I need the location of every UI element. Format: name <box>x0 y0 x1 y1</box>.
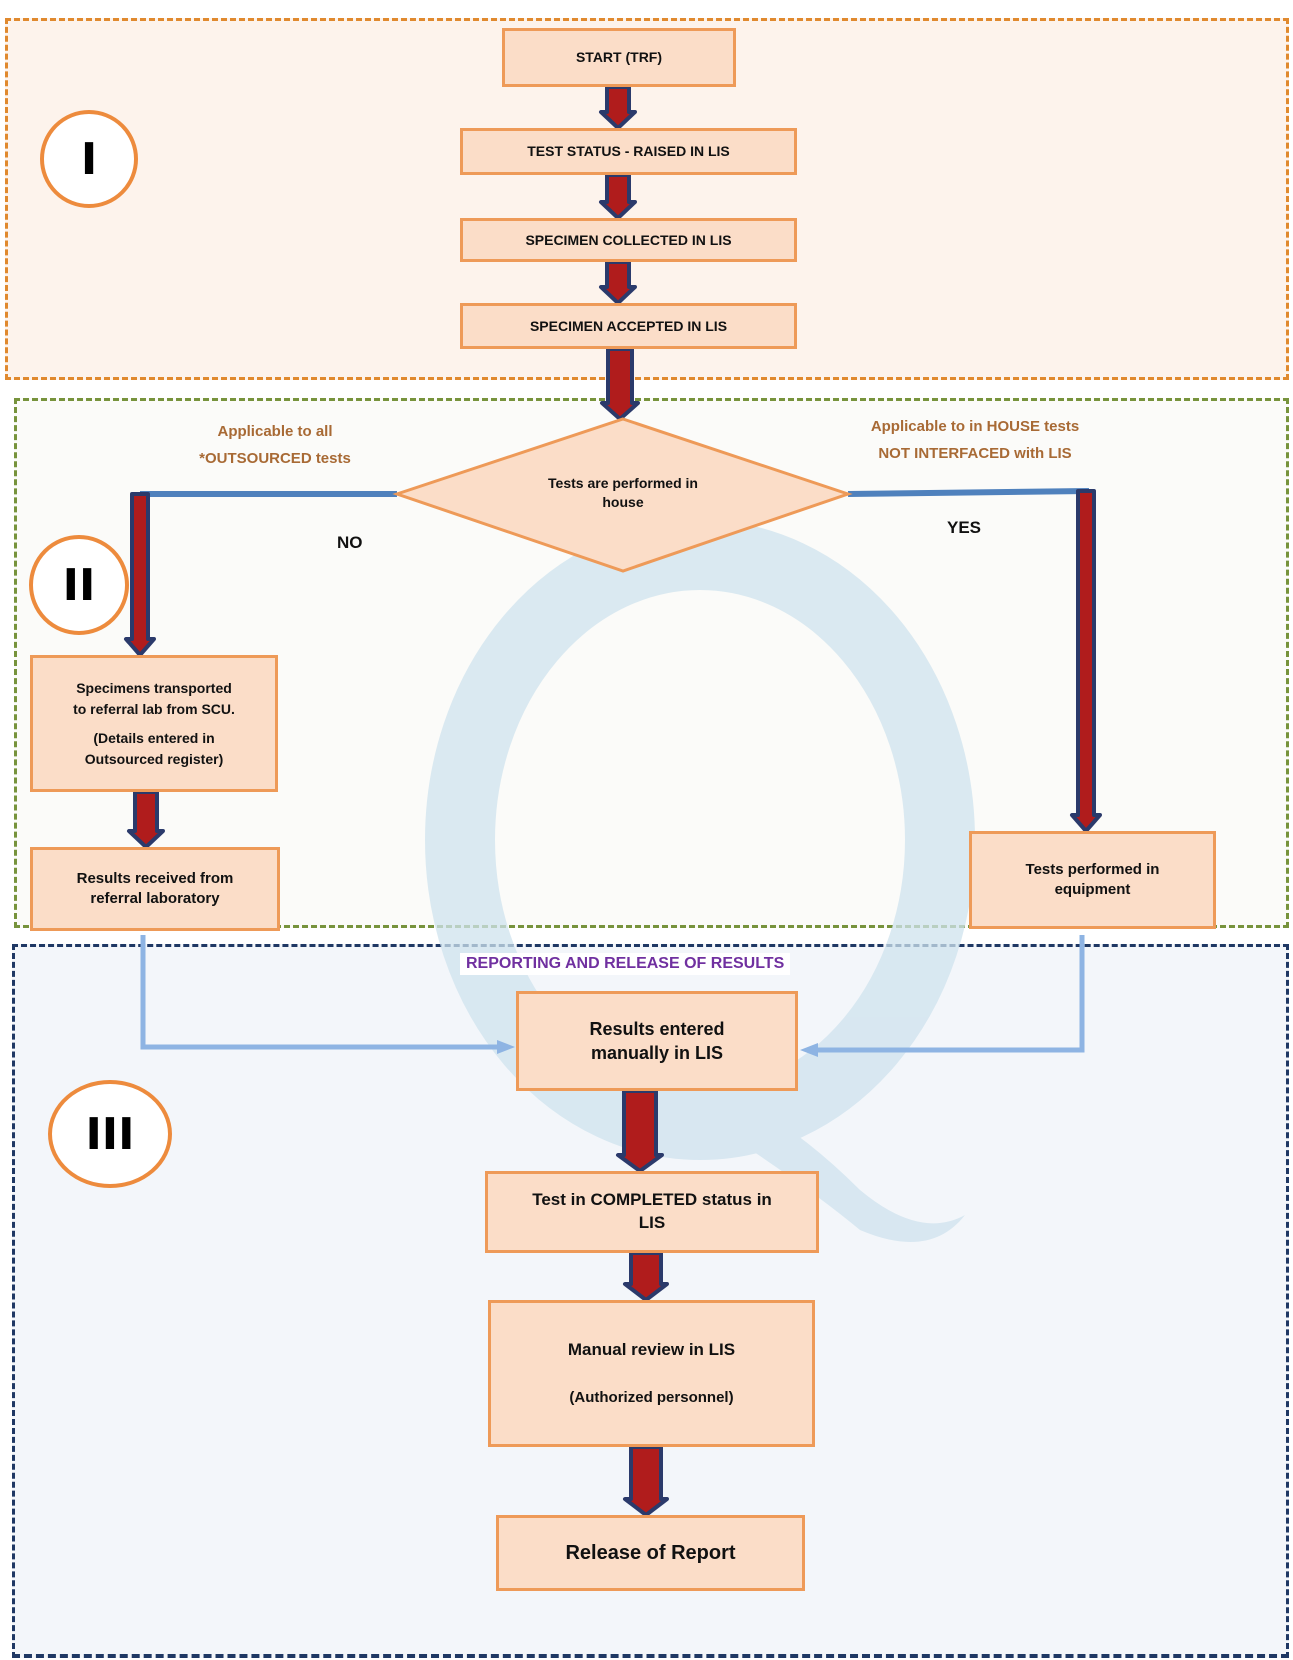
yes-label: YES <box>947 518 982 537</box>
entered-to-completed-arrow <box>616 1089 664 1173</box>
test-status-raised-box: TEST STATUS - RAISED IN LIS <box>460 128 797 175</box>
right-merge-arrowhead <box>800 1043 818 1057</box>
specimens-transported-box: Specimens transported to referral lab fr… <box>30 655 278 792</box>
specimen-collected-box: SPECIMEN COLLECTED IN LIS <box>460 218 797 262</box>
yes-branch-line <box>847 488 1090 497</box>
manual-review-box: Manual review in LIS (Authorized personn… <box>488 1300 815 1447</box>
outsourced-note: Applicable to all*OUTSOURCED tests <box>199 423 351 467</box>
release-report-box: Release of Report <box>496 1515 805 1591</box>
no-label: NO <box>337 533 363 552</box>
section-2-numeral: II <box>29 535 129 635</box>
specimen-accepted-box: SPECIMEN ACCEPTED IN LIS <box>460 303 797 349</box>
left-merge-line <box>140 935 503 1050</box>
review-to-release-arrow <box>623 1445 669 1517</box>
flow-arrows <box>124 85 1102 1517</box>
start-box: START (TRF) <box>502 28 736 87</box>
completed-to-review-arrow <box>623 1251 669 1302</box>
no-branch-down-arrow <box>124 492 156 657</box>
section-1-numeral: I <box>40 110 138 208</box>
raised-to-collected-arrow <box>599 173 637 220</box>
right-merge-line <box>812 935 1085 1053</box>
section-3-numeral: III <box>48 1080 172 1188</box>
left-merge-arrowhead <box>497 1040 515 1054</box>
accepted-to-decision-arrow <box>600 347 640 421</box>
collected-to-accepted-arrow <box>599 260 637 305</box>
yes-branch-down-arrow <box>1070 489 1102 833</box>
section-3-banner: REPORTING AND RELEASE OF RESULTS <box>460 953 791 975</box>
transported-to-received-arrow <box>127 790 165 849</box>
start-to-raised-arrow <box>599 85 637 130</box>
